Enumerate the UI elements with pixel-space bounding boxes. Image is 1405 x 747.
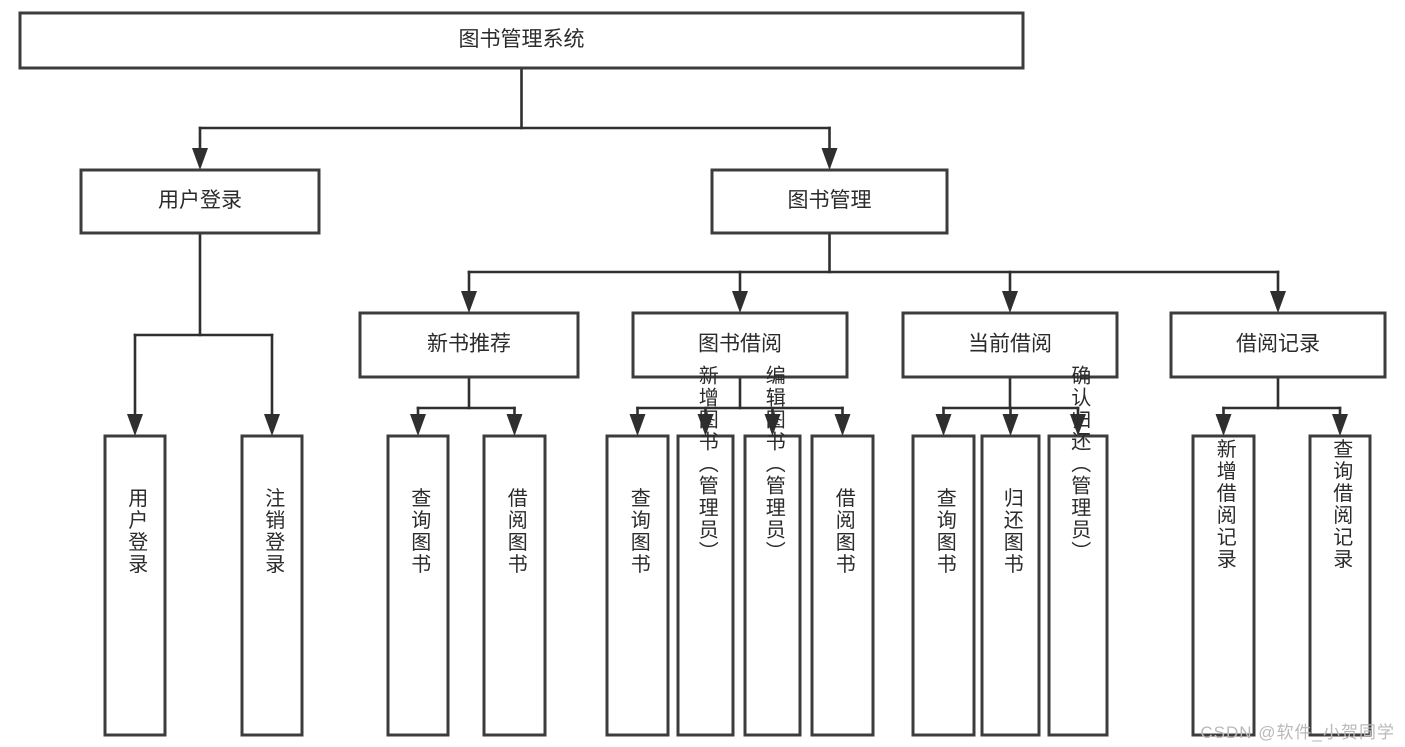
node-bo_lend[interactable]: 借阅图书 [810, 434, 875, 737]
node-label-nb_query: 查询图书 [408, 487, 431, 575]
node-login[interactable]: 用户登录 [79, 168, 321, 235]
node-borrow[interactable]: 图书借阅 [631, 311, 849, 379]
node-label-records: 借阅记录 [1236, 333, 1320, 356]
node-bo_query[interactable]: 查询图书 [605, 434, 670, 737]
arrowhead-login_in [127, 414, 143, 436]
arrowhead-login [192, 148, 208, 170]
node-current[interactable]: 当前借阅 [901, 311, 1119, 379]
node-rec_add[interactable]: 新增借阅记录 [1191, 434, 1256, 737]
node-cur_query[interactable]: 查询图书 [911, 434, 976, 737]
node-nb_query[interactable]: 查询图书 [386, 434, 450, 737]
node-login_out[interactable]: 注销登录 [240, 434, 304, 737]
node-box-bo_edit [743, 434, 802, 737]
node-box-bo_query [605, 434, 670, 737]
arrowhead-bo_lend [834, 414, 851, 436]
arrowhead-nb_query [410, 414, 426, 436]
node-box-current [901, 311, 1119, 379]
node-layer: 图书管理系统用户登录图书管理新书推荐图书借阅当前借阅借阅记录用户登录注销登录查询… [18, 11, 1387, 737]
arrowhead-login_out [264, 414, 280, 436]
node-box-newbook [358, 311, 580, 379]
watermark-label: CSDN @软件_小贺同学 [1200, 723, 1395, 742]
node-label-bo_query: 查询图书 [627, 487, 650, 575]
node-label-current: 当前借阅 [968, 333, 1052, 356]
arrowhead-cur_return [1002, 414, 1019, 436]
node-bo_add[interactable]: 新增图书（管理员） [676, 365, 735, 737]
node-label-cur_return: 归还图书 [1000, 487, 1023, 575]
arrowhead-bo_query [629, 414, 646, 436]
arrowhead-records [1270, 291, 1286, 313]
node-label-bo_lend: 借阅图书 [832, 487, 855, 575]
node-box-rec_query [1308, 434, 1372, 737]
arrowhead-bo_add [697, 414, 714, 436]
node-box-bookmgmt [710, 168, 949, 235]
node-label-newbook: 新书推荐 [427, 333, 511, 356]
node-label-root: 图书管理系统 [459, 28, 585, 51]
arrowhead-rec_add [1215, 414, 1232, 436]
arrowhead-newbook [461, 291, 477, 313]
node-box-records [1169, 311, 1387, 379]
node-label-bookmgmt: 图书管理 [788, 189, 872, 212]
node-label-cur_query: 查询图书 [933, 487, 956, 575]
node-bookmgmt[interactable]: 图书管理 [710, 168, 949, 235]
node-label-login_in: 用户登录 [125, 488, 148, 576]
arrowhead-nb_borrow [506, 414, 523, 436]
node-label-login_out: 注销登录 [262, 487, 285, 575]
arrowhead-current [1002, 291, 1018, 313]
arrowhead-cur_query [935, 414, 952, 436]
node-box-nb_borrow [482, 434, 547, 737]
node-label-nb_borrow: 借阅图书 [504, 487, 527, 575]
node-records[interactable]: 借阅记录 [1169, 311, 1387, 379]
arrowhead-borrow [732, 291, 748, 313]
node-label-bo_add: 新增图书（管理员） [695, 365, 718, 563]
node-rec_query[interactable]: 查询借阅记录 [1308, 434, 1372, 737]
node-box-login_in [103, 434, 167, 737]
node-login_in[interactable]: 用户登录 [103, 434, 167, 737]
node-root[interactable]: 图书管理系统 [18, 11, 1025, 70]
node-newbook[interactable]: 新书推荐 [358, 311, 580, 379]
node-box-login [79, 168, 321, 235]
arrowhead-rec_query [1332, 414, 1348, 436]
node-label-rec_add: 新增借阅记录 [1213, 438, 1236, 570]
node-label-bo_edit: 编辑图书（管理员） [762, 365, 785, 563]
node-label-borrow: 图书借阅 [698, 333, 782, 356]
node-label-login: 用户登录 [158, 189, 242, 212]
node-label-rec_query: 查询借阅记录 [1330, 438, 1353, 570]
node-box-login_out [240, 434, 304, 737]
arrowhead-cur_confirm [1070, 414, 1086, 436]
node-cur_return[interactable]: 归还图书 [980, 434, 1041, 737]
node-box-cur_query [911, 434, 976, 737]
node-box-cur_confirm [1047, 434, 1109, 737]
arrowhead-bo_edit [764, 414, 781, 436]
node-box-bo_lend [810, 434, 875, 737]
node-box-rec_add [1191, 434, 1256, 737]
node-cur_confirm[interactable]: 确认归还（管理员） [1047, 365, 1109, 737]
node-nb_borrow[interactable]: 借阅图书 [482, 434, 547, 737]
node-label-cur_confirm: 确认归还（管理员） [1068, 365, 1091, 563]
node-box-cur_return [980, 434, 1041, 737]
node-box-root [18, 11, 1025, 70]
node-bo_edit[interactable]: 编辑图书（管理员） [743, 365, 802, 737]
node-box-bo_add [676, 434, 735, 737]
arrowhead-bookmgmt [821, 148, 838, 170]
node-box-nb_query [386, 434, 450, 737]
connector-layer [127, 66, 1348, 436]
node-box-borrow [631, 311, 849, 379]
